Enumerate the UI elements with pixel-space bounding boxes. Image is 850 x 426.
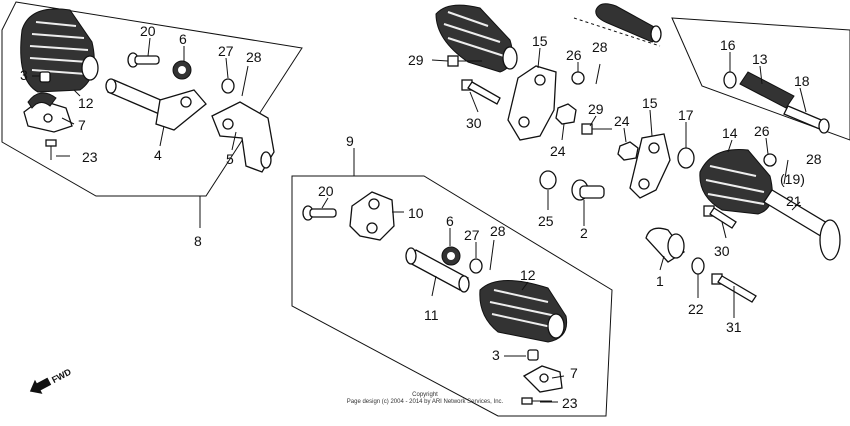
pin-part-2 bbox=[571, 179, 605, 201]
washer-part-16 bbox=[723, 71, 737, 89]
spring-part-13 bbox=[739, 71, 795, 109]
callout-30-left: 30 bbox=[466, 115, 482, 131]
callout-6-center: 6 bbox=[446, 213, 454, 229]
washer-part-17 bbox=[677, 147, 695, 169]
callout-31: 31 bbox=[726, 319, 742, 335]
nut-part-24-left bbox=[555, 103, 577, 125]
copyright-notice: Page design (c) 2004 - 2014 by ARI Netwo… bbox=[347, 399, 504, 405]
callout-2: 2 bbox=[580, 225, 588, 241]
callout-27-upper: 27 bbox=[218, 43, 234, 59]
callout-30-right: 30 bbox=[714, 243, 730, 259]
nut-part-26-left bbox=[571, 71, 585, 85]
callout-20-center: 20 bbox=[318, 183, 334, 199]
callout-5: 5 bbox=[226, 151, 234, 167]
footpeg-arm-part-21 bbox=[763, 189, 841, 261]
callout-22: 22 bbox=[688, 301, 704, 317]
callout-16: 16 bbox=[720, 37, 736, 53]
arm-part-4 bbox=[105, 78, 207, 131]
callout-7-center: 7 bbox=[570, 365, 578, 381]
callout-11: 11 bbox=[424, 307, 439, 323]
callout-23-center: 23 bbox=[562, 395, 578, 411]
bolt-upper-left bbox=[45, 139, 57, 160]
spring-upper-left bbox=[172, 60, 192, 80]
bracket-part-15-right bbox=[629, 133, 671, 199]
collar-part-1 bbox=[645, 227, 685, 263]
nut-part-26-right bbox=[763, 153, 777, 167]
fwd-arrow-icon: FWD bbox=[29, 366, 73, 394]
washer-center bbox=[469, 258, 483, 274]
callout-28-right: 28 bbox=[592, 39, 608, 55]
footpeg-rubber-part-14 bbox=[699, 148, 773, 215]
bracket-part-5 bbox=[211, 101, 275, 173]
bolt-center bbox=[521, 397, 552, 405]
callout-labels: 20 6 27 28 3 12 7 4 23 5 8 9 20 10 6 27 … bbox=[20, 23, 822, 411]
callout-17: 17 bbox=[678, 107, 694, 123]
bracket-part-15-left bbox=[507, 65, 557, 141]
callout-26-left: 26 bbox=[566, 47, 582, 63]
assembly-group-outline-center bbox=[291, 175, 613, 417]
callout-13: 13 bbox=[752, 51, 768, 67]
callout-4: 4 bbox=[154, 147, 162, 163]
leader-lines bbox=[32, 37, 807, 403]
washer-part-22 bbox=[691, 257, 705, 275]
callout-12-upper: 12 bbox=[78, 95, 94, 111]
bracket-center bbox=[522, 365, 563, 393]
shaft-part-11 bbox=[405, 247, 470, 293]
bolt-part-29-right bbox=[581, 123, 612, 135]
callout-26-right: 26 bbox=[754, 123, 770, 139]
callout-14: 14 bbox=[722, 125, 738, 141]
callout-3-upper: 3 bbox=[20, 67, 28, 83]
collar-part-upper-left bbox=[39, 71, 51, 83]
bracket-upper-left bbox=[23, 92, 73, 133]
pin-center bbox=[302, 205, 337, 221]
spring-rubber-top bbox=[595, 3, 662, 43]
callout-10: 10 bbox=[408, 205, 424, 221]
callout-6-upper: 6 bbox=[179, 31, 187, 47]
callout-3-center: 3 bbox=[492, 347, 500, 363]
callout-28-upper: 28 bbox=[246, 49, 262, 65]
bracket-part-10 bbox=[349, 191, 395, 241]
callout-28-center: 28 bbox=[490, 223, 506, 239]
washer-upper-left bbox=[221, 78, 235, 94]
spring-center bbox=[441, 246, 461, 266]
pin-part-18 bbox=[783, 105, 830, 134]
copyright-title: Copyright bbox=[412, 392, 438, 398]
collar-part-25 bbox=[539, 170, 557, 190]
callout-19: (19) bbox=[780, 171, 805, 187]
callout-12-center: 12 bbox=[520, 267, 536, 283]
assembly-group-outline-right bbox=[671, 17, 850, 141]
callout-28-far-right: 28 bbox=[806, 151, 822, 167]
footpeg-rubber-upper-middle bbox=[435, 4, 518, 73]
callout-25: 25 bbox=[538, 213, 554, 229]
callout-27-center: 27 bbox=[464, 227, 480, 243]
callout-20-upper: 20 bbox=[140, 23, 156, 39]
footpeg-rubber-upper-left bbox=[20, 8, 99, 93]
bolt-part-31 bbox=[711, 273, 757, 303]
callout-15-right: 15 bbox=[642, 95, 658, 111]
pin-upper-left bbox=[127, 52, 160, 68]
callout-21: 21 bbox=[786, 193, 802, 209]
nut-part-24-right bbox=[617, 141, 639, 161]
callout-8: 8 bbox=[194, 233, 202, 249]
callout-1: 1 bbox=[656, 273, 664, 289]
callout-23-upper: 23 bbox=[82, 149, 98, 165]
callout-24-left: 24 bbox=[550, 143, 566, 159]
callout-18: 18 bbox=[794, 73, 810, 89]
bolt-part-30-right bbox=[703, 205, 737, 229]
callout-7-upper: 7 bbox=[78, 117, 86, 133]
callout-9: 9 bbox=[346, 133, 354, 149]
callout-29-right: 29 bbox=[588, 101, 604, 117]
callout-24-right: 24 bbox=[614, 113, 630, 129]
footpeg-rubber-center bbox=[479, 279, 568, 343]
callout-29-left: 29 bbox=[408, 52, 424, 68]
fwd-label: FWD bbox=[50, 366, 73, 385]
bolt-part-30-left bbox=[461, 79, 501, 105]
callout-15-left: 15 bbox=[532, 33, 548, 49]
collar-part-center bbox=[527, 349, 539, 361]
assembly-group-outline-left bbox=[1, 1, 303, 197]
